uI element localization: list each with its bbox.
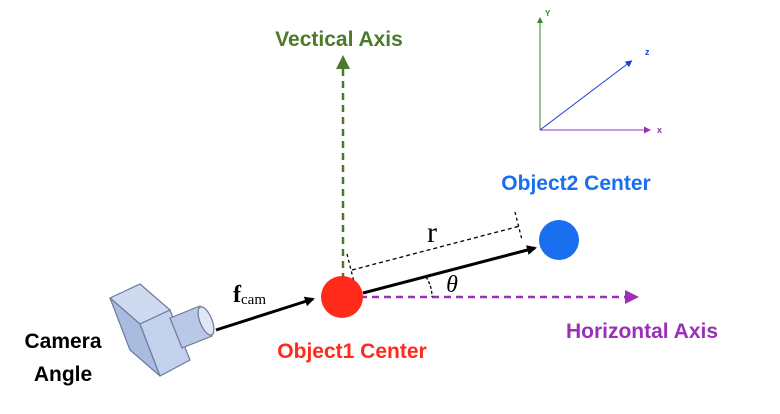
inset-z-label: z [645,47,650,57]
horizontal-axis-label: Horizontal Axis [566,320,718,343]
theta-arc [425,276,433,298]
r-label: r [427,216,437,249]
inset-y-label: Y [545,9,551,18]
r-tick-end [514,211,523,241]
camera-label-line2: Angle [34,363,92,386]
r-tick-start [346,253,355,283]
r-distance-line [351,225,521,271]
object1-circle [321,276,363,318]
vertical-axis-label: Vectical Axis [275,28,403,51]
inset-x-label: x [657,125,662,135]
object2-circle [539,220,579,260]
vector-r-arrow [362,245,537,295]
inset-z-axis [539,60,633,131]
camera-arrow [215,296,315,332]
object2-label: Object2 Center [501,172,650,195]
camera-label-line1: Camera [24,330,101,353]
object1-label: Object1 Center [277,340,426,363]
f-cam-label: fcam [233,282,266,308]
inset-axes: Y x z [537,9,662,135]
theta-label: θ [446,272,458,298]
camera-icon [108,283,215,377]
